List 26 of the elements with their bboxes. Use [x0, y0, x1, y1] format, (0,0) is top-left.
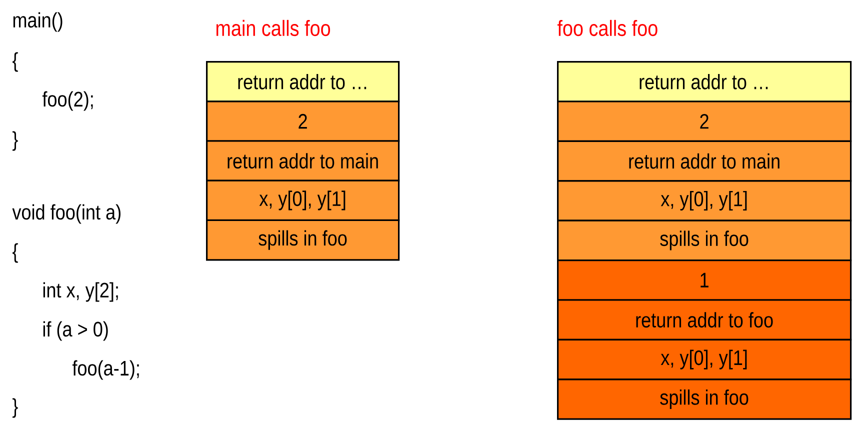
code-line: main() [13, 12, 62, 32]
code-line: foo(a-1); [72, 360, 139, 380]
code-line: } [12, 131, 18, 151]
stack-cell: x, y[0], y[1] [206, 180, 400, 222]
stack-cell: x, y[0], y[1] [557, 180, 852, 222]
stack-cell: return addr to foo [557, 299, 852, 340]
code-line: { [12, 52, 18, 72]
stack-cell: x, y[0], y[1] [557, 338, 852, 380]
stack-heading: foo calls foo [557, 20, 658, 36]
stack-cell: return addr to … [557, 61, 852, 102]
stack-cell: return addr to main [206, 140, 400, 182]
code-line: if (a > 0) [43, 321, 108, 341]
stack-cell: return addr to … [206, 61, 400, 102]
code-line: } [12, 398, 18, 418]
stack-cell: 2 [557, 100, 852, 142]
stack-cell: 2 [206, 100, 400, 142]
stack-cell: spills in foo [557, 220, 852, 262]
stack-cell: spills in foo [206, 219, 400, 261]
code-line: foo(2); [42, 91, 93, 111]
stack-cell: 1 [557, 260, 852, 301]
stack-cell: return addr to main [557, 140, 852, 182]
stack-heading: main calls foo [216, 20, 330, 36]
code-line: int x, y[2]; [43, 282, 118, 302]
code-line: void foo(int a) [12, 204, 120, 224]
stack-cell: spills in foo [557, 378, 852, 420]
code-line: { [12, 243, 18, 263]
